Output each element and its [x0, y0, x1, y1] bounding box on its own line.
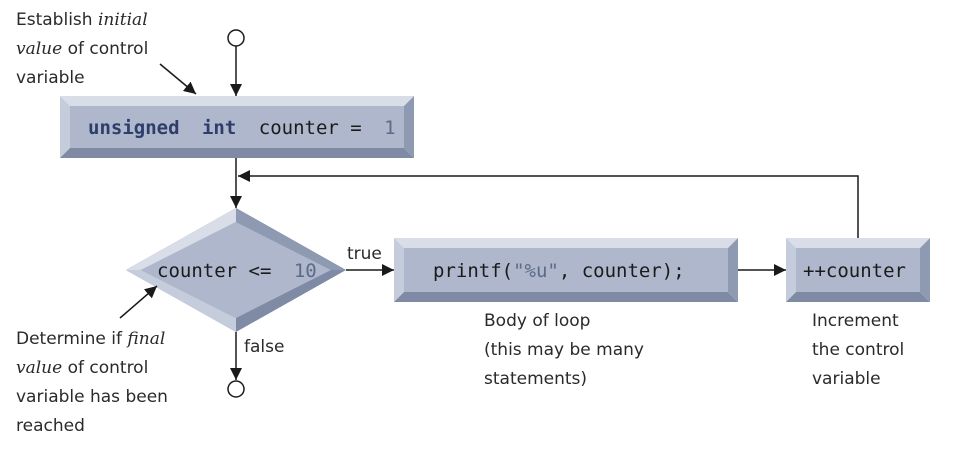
condition-code: counter <= — [157, 260, 271, 282]
body-annotation-text: Body of loop — [484, 311, 591, 331]
final-annotation-emph-value: value — [16, 358, 63, 378]
svg-text:printf("%u", counter);: printf("%u", counter); — [433, 260, 685, 282]
final-annotation-emph: final — [127, 329, 166, 349]
final-annotation-text: variable has been — [16, 387, 168, 407]
increment-code: ++counter — [803, 260, 906, 282]
increment-box: ++counter — [786, 238, 930, 302]
svg-text:counter <= 10: counter <= 10 — [157, 260, 317, 282]
init-annotation-text: of control — [62, 39, 149, 59]
init-annotation: Establish initial value of control varia… — [16, 6, 148, 93]
init-annotation-pointer — [159, 63, 197, 95]
init-code: counter = — [259, 117, 362, 139]
increment-annotation-text: variable — [812, 369, 881, 389]
final-annotation: Determine if final value of control vari… — [16, 325, 168, 441]
init-annotation-text: Establish — [16, 10, 98, 30]
final-annotation-text: reached — [16, 416, 85, 436]
body-box: printf("%u", counter); — [394, 238, 738, 302]
body-annotation-text: statements) — [484, 369, 588, 389]
true-label: true — [347, 244, 382, 264]
init-annotation-emph: initial — [97, 10, 148, 30]
svg-text:unsigned int count: unsigned int counter = 1 — [88, 117, 396, 139]
false-label: false — [244, 337, 284, 357]
final-annotation-text: Determine if — [16, 329, 128, 349]
start-node — [227, 29, 245, 47]
final-annotation-text: of control — [62, 358, 149, 378]
init-keyword-int: int — [202, 117, 236, 139]
body-code-pre: printf( — [433, 260, 513, 282]
body-code-post: , counter); — [559, 260, 685, 282]
init-box: unsigned int counter = 1 — [60, 96, 414, 158]
increment-annotation-text: the control — [812, 340, 905, 360]
final-annotation-pointer — [119, 285, 158, 319]
body-annotation-text: (this may be many — [484, 340, 644, 360]
body-format-string: "%u" — [513, 260, 559, 282]
loop-back-arrow — [238, 170, 859, 238]
init-value: 1 — [384, 117, 395, 139]
init-annotation-emph-value: value — [16, 39, 63, 59]
increment-annotation-text: Increment — [812, 311, 899, 331]
condition-limit: 10 — [294, 260, 317, 282]
end-node — [227, 380, 245, 398]
init-keyword-unsigned: unsigned — [88, 117, 180, 139]
condition-diamond: counter <= 10 — [126, 208, 346, 332]
body-annotation: Body of loop (this may be many statement… — [484, 307, 644, 394]
init-annotation-text: variable — [16, 68, 85, 88]
increment-annotation: Increment the control variable — [812, 307, 904, 394]
